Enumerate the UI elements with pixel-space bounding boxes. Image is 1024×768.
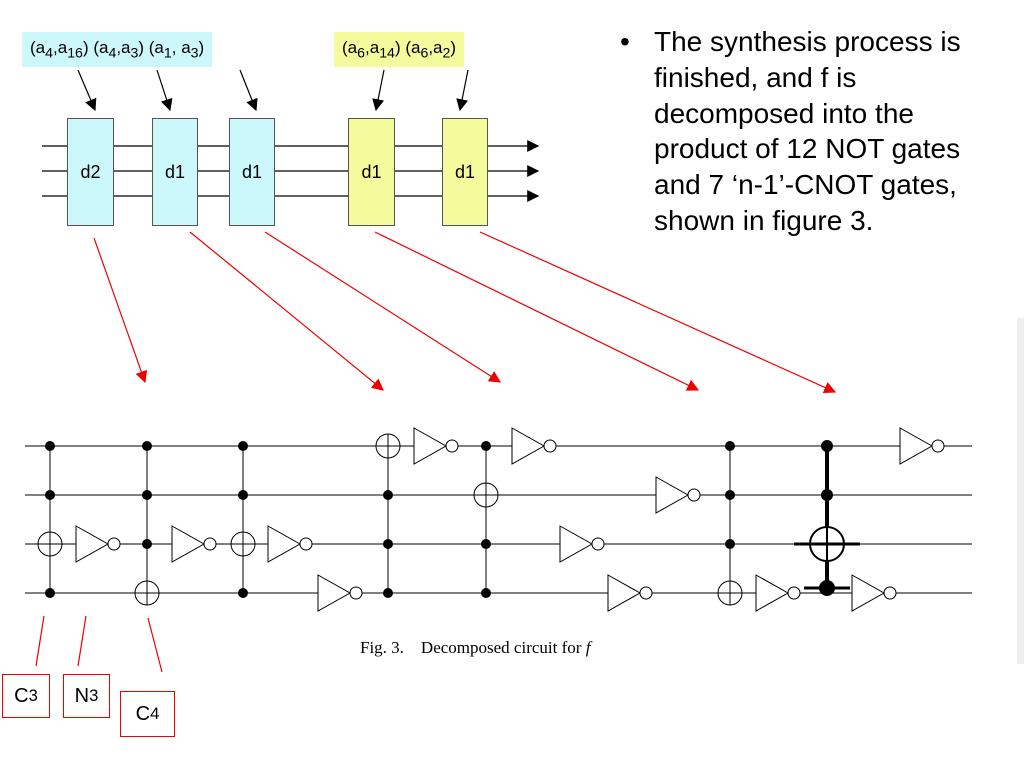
gate-d2: d2 xyxy=(67,118,114,226)
bullet-text: •The synthesis process is finished, and … xyxy=(620,26,961,237)
gate-d1-b: d1 xyxy=(229,118,275,226)
label-left: (a4,a16) (a4,a3) (a1, a3) xyxy=(22,32,213,68)
figure-caption: Fig. 3. Decomposed circuit for f xyxy=(360,638,591,657)
gate-d1-c: d1 xyxy=(348,118,395,226)
gate-d1-d: d1 xyxy=(442,118,488,226)
label-right: (a6,a14) (a6,a2) xyxy=(334,32,465,68)
gate-d1-a: d1 xyxy=(152,118,198,226)
